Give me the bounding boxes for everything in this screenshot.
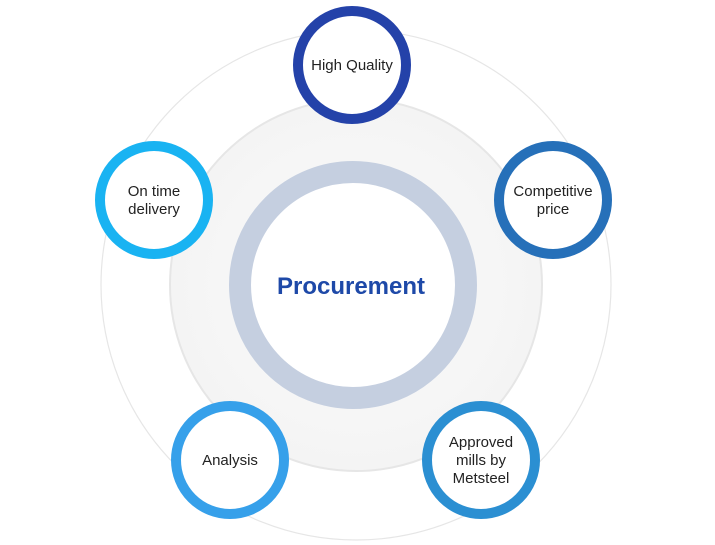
node-label-line: Metsteel <box>453 470 510 487</box>
node-label: Analysis <box>202 452 258 469</box>
node-ring <box>171 401 289 519</box>
node-label-line: mills by <box>456 452 507 469</box>
center-ring <box>229 161 477 409</box>
node-label: High Quality <box>311 57 393 74</box>
node-ring <box>95 141 213 259</box>
center-label: Procurement <box>277 273 425 300</box>
node-high-quality: High Quality <box>293 6 411 124</box>
node-ring <box>293 6 411 124</box>
node-label-line: Competitive <box>513 183 592 200</box>
node-label-line: delivery <box>128 201 180 218</box>
node-label-line: price <box>537 201 570 218</box>
node-label-line: On time <box>128 183 181 200</box>
node-analysis: Analysis <box>171 401 289 519</box>
node-label-line: Analysis <box>202 452 258 469</box>
node-ring <box>422 401 540 519</box>
node-ring <box>494 141 612 259</box>
node-label-line: Approved <box>449 434 513 451</box>
node-label-line: High Quality <box>311 57 393 74</box>
